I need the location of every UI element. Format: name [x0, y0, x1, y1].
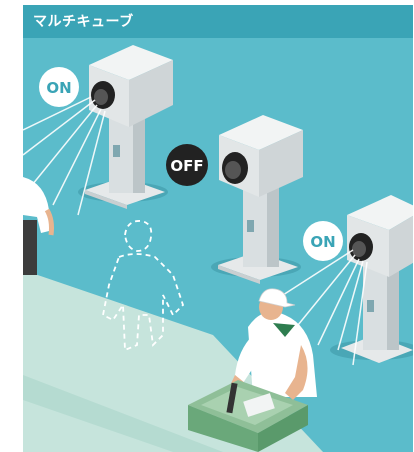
status-badge-on-1: ON — [39, 67, 79, 107]
badge-label-off: OFF — [170, 157, 203, 175]
status-badge-off: OFF — [166, 144, 208, 186]
status-badge-on-2: ON — [303, 221, 343, 261]
badge-label-on-2: ON — [310, 233, 335, 251]
badge-label-on-1: ON — [46, 79, 71, 97]
illustration-canvas: ON OFF ON — [23, 5, 413, 452]
page-title: マルチキューブ — [33, 11, 134, 31]
header-bar: マルチキューブ — [23, 5, 413, 38]
